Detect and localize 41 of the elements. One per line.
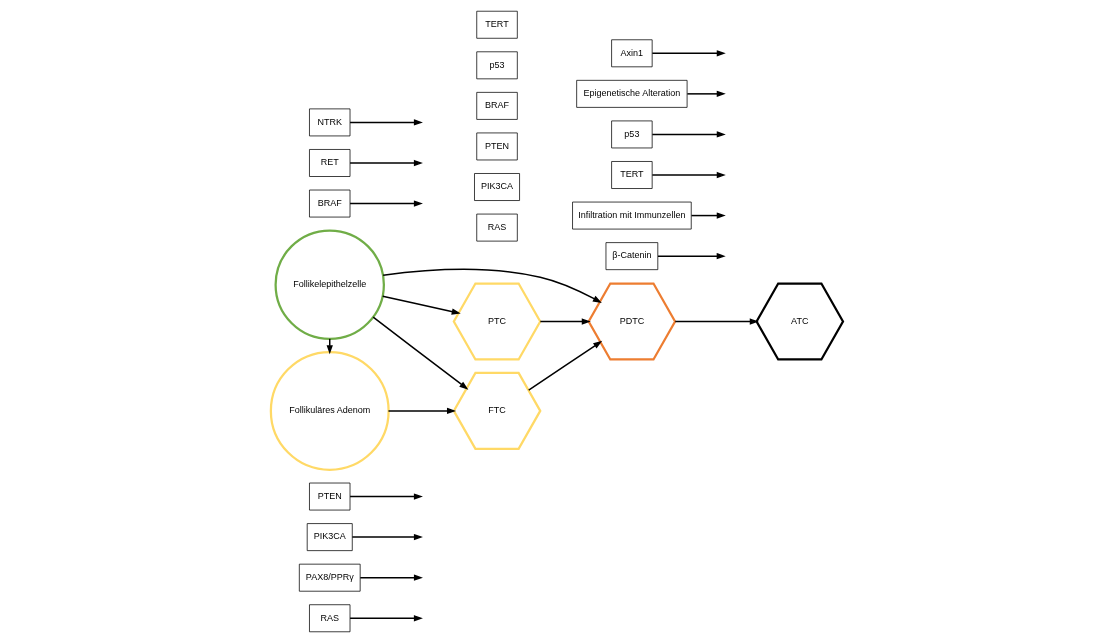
node-box: β-Catenin [605, 242, 658, 271]
arrow [674, 318, 759, 325]
arrow [651, 131, 726, 138]
node-box: PTEN [475, 132, 518, 161]
node-circle: Follikuläres Adenom [269, 350, 390, 471]
node-box: BRAF [308, 189, 350, 218]
node-box: PIK3CA [306, 523, 353, 551]
arrow [371, 316, 468, 390]
arrow [686, 90, 726, 98]
arrow [381, 268, 602, 303]
node-box: Epigenetische Alteration [575, 79, 687, 108]
node-box: PTEN [308, 482, 350, 511]
node-box: PAX8/PPRγ [298, 563, 361, 592]
arrow [387, 407, 456, 415]
arrow [348, 119, 423, 126]
arrow [351, 533, 423, 541]
node-box: TERT [610, 161, 653, 189]
node-box: p53 [475, 51, 518, 80]
node-box: p53 [610, 120, 653, 149]
arrow [651, 50, 726, 57]
node-box: Infiltration mit Immunzellen [571, 201, 692, 230]
node-box: RAS [308, 604, 350, 633]
arrow [348, 159, 423, 167]
node-box: NTRK [308, 108, 350, 137]
node-box: PIK3CA [473, 173, 520, 201]
node-box: BRAF [475, 92, 518, 120]
arrow [656, 253, 726, 260]
node-circle: Follikelepithelzelle [274, 229, 385, 340]
node-box: RAS [475, 213, 518, 242]
arrow [527, 340, 602, 391]
arrow [651, 171, 726, 179]
node-box: TERT [475, 10, 518, 39]
arrow [690, 212, 726, 219]
arrow [348, 200, 423, 207]
node-box: RET [308, 149, 350, 177]
arrow [539, 318, 591, 325]
node-box: Axin1 [610, 39, 653, 68]
arrow [359, 574, 423, 581]
arrow [348, 615, 423, 622]
arrow [381, 295, 461, 315]
arrow [348, 493, 423, 500]
